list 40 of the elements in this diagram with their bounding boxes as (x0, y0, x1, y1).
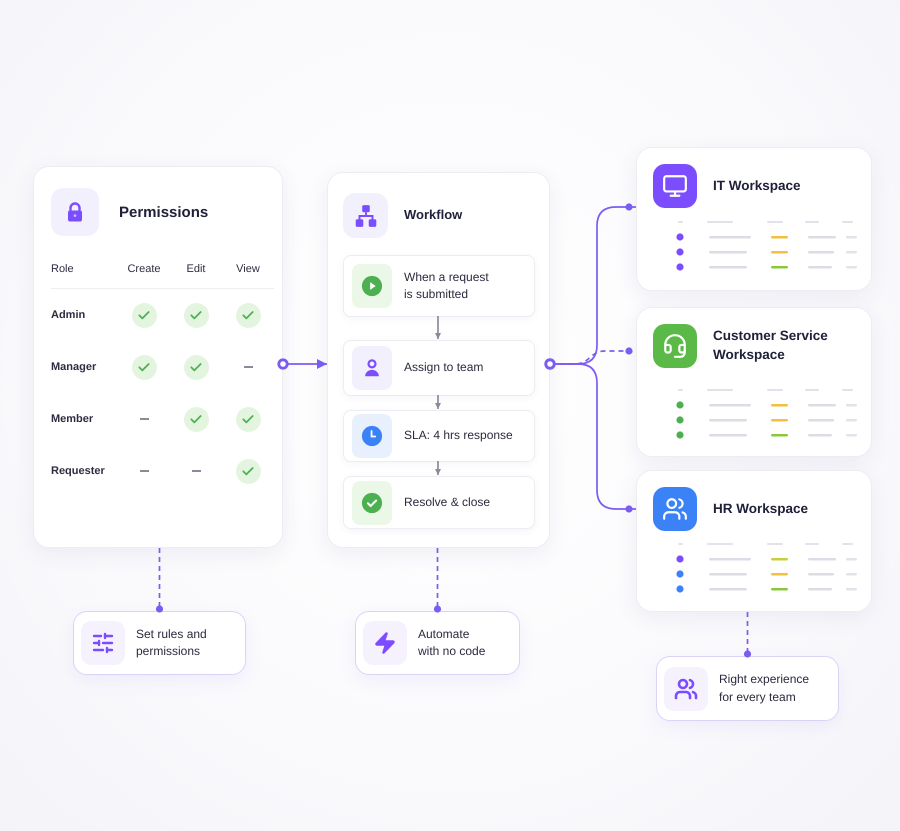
step-text: SLA: 4 hrs response (404, 427, 514, 444)
column-header: Edit (186, 263, 206, 275)
workspace-card (636, 147, 872, 291)
arrow (277, 358, 327, 370)
workspace-card (636, 470, 872, 612)
workspace-title: HR Workspace (713, 500, 810, 518)
feature-card (355, 611, 520, 675)
step-text: When a request is submitted (404, 268, 490, 303)
arrow (435, 316, 441, 339)
step-card (343, 410, 535, 462)
dashed-connector (156, 548, 164, 613)
permissions-card (33, 166, 283, 548)
connector-line (544, 358, 636, 513)
arrow (435, 395, 441, 409)
feature-text: Automate with no code (418, 626, 486, 660)
step-text: Assign to team (404, 359, 484, 376)
card-title: Permissions (119, 202, 208, 222)
workspace-title: Customer Service Workspace (713, 327, 829, 364)
row-label: Manager (51, 361, 96, 373)
row-label: Requester (51, 465, 105, 477)
arrow (435, 461, 441, 475)
column-header: Create (127, 263, 161, 275)
column-header: View (236, 263, 260, 275)
feature-text: Set rules and permissions (136, 626, 208, 660)
feature-text: Right experience for every team (719, 671, 810, 706)
step-card (343, 476, 535, 529)
column-header: Role (51, 263, 74, 275)
dashed-connector (744, 612, 752, 658)
row-label: Member (51, 413, 94, 425)
card-title: Workflow (404, 206, 462, 224)
step-card (343, 340, 535, 396)
dashed-connector (434, 548, 442, 613)
workflow-card (327, 172, 550, 548)
step-text: Resolve & close (404, 494, 492, 511)
workspace-title: IT Workspace (713, 176, 802, 195)
workspace-card (636, 307, 872, 457)
feature-card (656, 656, 839, 721)
row-label: Admin (51, 309, 86, 321)
step-card (343, 255, 535, 317)
feature-card (73, 611, 246, 675)
